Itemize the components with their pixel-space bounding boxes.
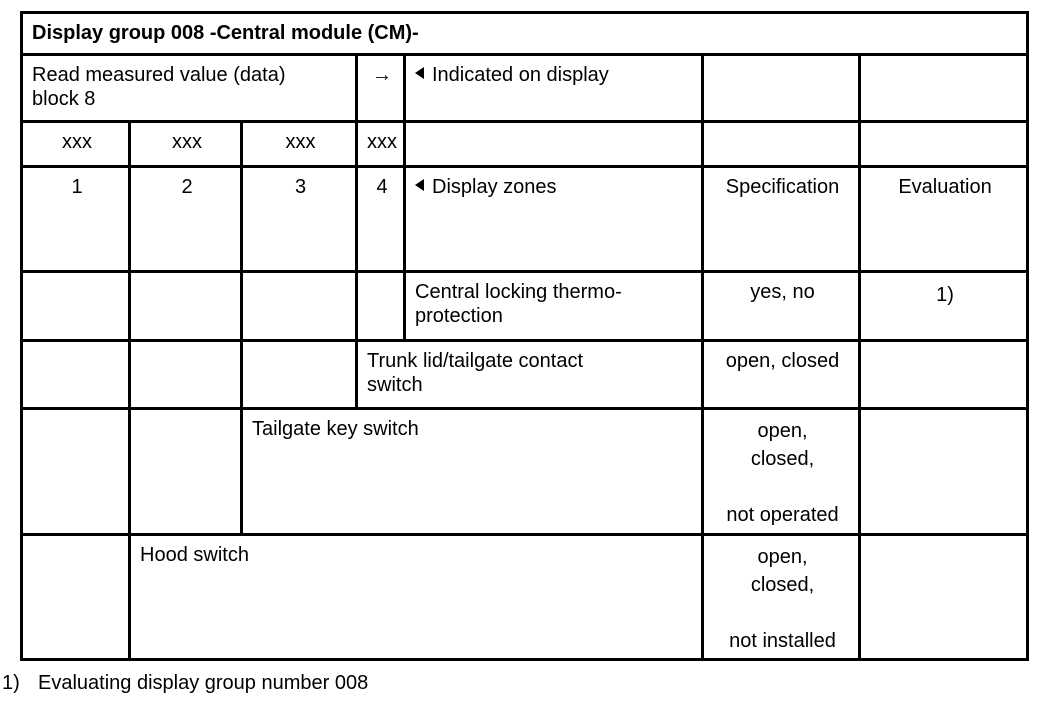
right-arrow-icon: →: [372, 64, 392, 86]
specification-line: closed,: [750, 448, 815, 470]
row-specification-cell: open, closed: [701, 339, 861, 410]
specification-line: open,: [757, 546, 808, 568]
row-specification-cell: open, closed, not operated: [701, 407, 861, 536]
specification-line: not operated: [726, 504, 839, 526]
specification-line: [713, 599, 852, 627]
zone-placeholder-cell: xxx: [20, 120, 131, 168]
zone-placeholder-cell: xxx: [355, 120, 406, 168]
empty-cell: [701, 53, 861, 123]
display-zones-label: Display zones: [432, 176, 557, 198]
zone-placeholder-cell: xxx: [128, 120, 243, 168]
empty-cell: [128, 339, 243, 410]
empty-cell: [20, 339, 131, 410]
empty-cell: [128, 270, 243, 342]
row-description-cell: Hood switch: [128, 533, 704, 661]
zone-placeholder-cell: xxx: [240, 120, 358, 168]
left-triangle-icon: [415, 179, 424, 191]
display-group-table: Display group 008 -Central module (CM)- …: [19, 11, 1030, 661]
empty-cell: [20, 270, 131, 342]
empty-cell: [355, 270, 406, 342]
row-description-cell: Tailgate key switch: [240, 407, 704, 536]
empty-cell: [20, 407, 131, 536]
arrow-cell: →: [355, 53, 406, 123]
left-triangle-icon: [415, 67, 424, 79]
empty-cell: [20, 533, 131, 661]
empty-cell: [240, 339, 358, 410]
row-description-cell: Trunk lid/tailgate contact switch: [355, 339, 704, 410]
row-specification-cell: open, closed, not installed: [701, 533, 861, 661]
specification-header-cell: Specification: [701, 165, 861, 273]
footnote-marker: 1): [2, 672, 20, 694]
row-evaluation-cell: [857, 407, 1030, 536]
read-measured-value-cell: Read measured value (data) block 8: [20, 53, 358, 123]
zone-number-cell: 2: [128, 165, 243, 273]
footnote: 1) Evaluating display group number 008: [2, 671, 368, 696]
row-specification-cell: yes, no: [701, 270, 861, 342]
footnote-text: Evaluating display group number 008: [38, 672, 369, 694]
empty-cell: [403, 120, 704, 168]
specification-line: [713, 473, 852, 501]
indicated-on-display-label: Indicated on display: [432, 64, 609, 86]
zone-number-cell: 3: [240, 165, 358, 273]
row-evaluation-cell: [857, 533, 1030, 661]
row-evaluation-cell: [857, 339, 1030, 410]
evaluation-header-cell: Evaluation: [857, 165, 1030, 273]
empty-cell: [857, 120, 1030, 168]
row-description-cell: Central locking thermo- protection: [403, 270, 704, 342]
empty-cell: [701, 120, 861, 168]
display-zones-cell: Display zones: [403, 165, 704, 273]
empty-cell: [240, 270, 358, 342]
zone-number-cell: 1: [20, 165, 131, 273]
indicated-on-display-cell: Indicated on display: [403, 53, 704, 123]
zone-number-cell: 4: [355, 165, 406, 273]
specification-line: not installed: [729, 630, 836, 652]
specification-line: closed,: [750, 574, 815, 596]
specification-line: open,: [757, 420, 808, 442]
empty-cell: [128, 407, 243, 536]
row-evaluation-cell: 1): [857, 270, 1030, 342]
empty-cell: [857, 53, 1030, 123]
table-title: Display group 008 -Central module (CM)-: [19, 11, 1030, 56]
